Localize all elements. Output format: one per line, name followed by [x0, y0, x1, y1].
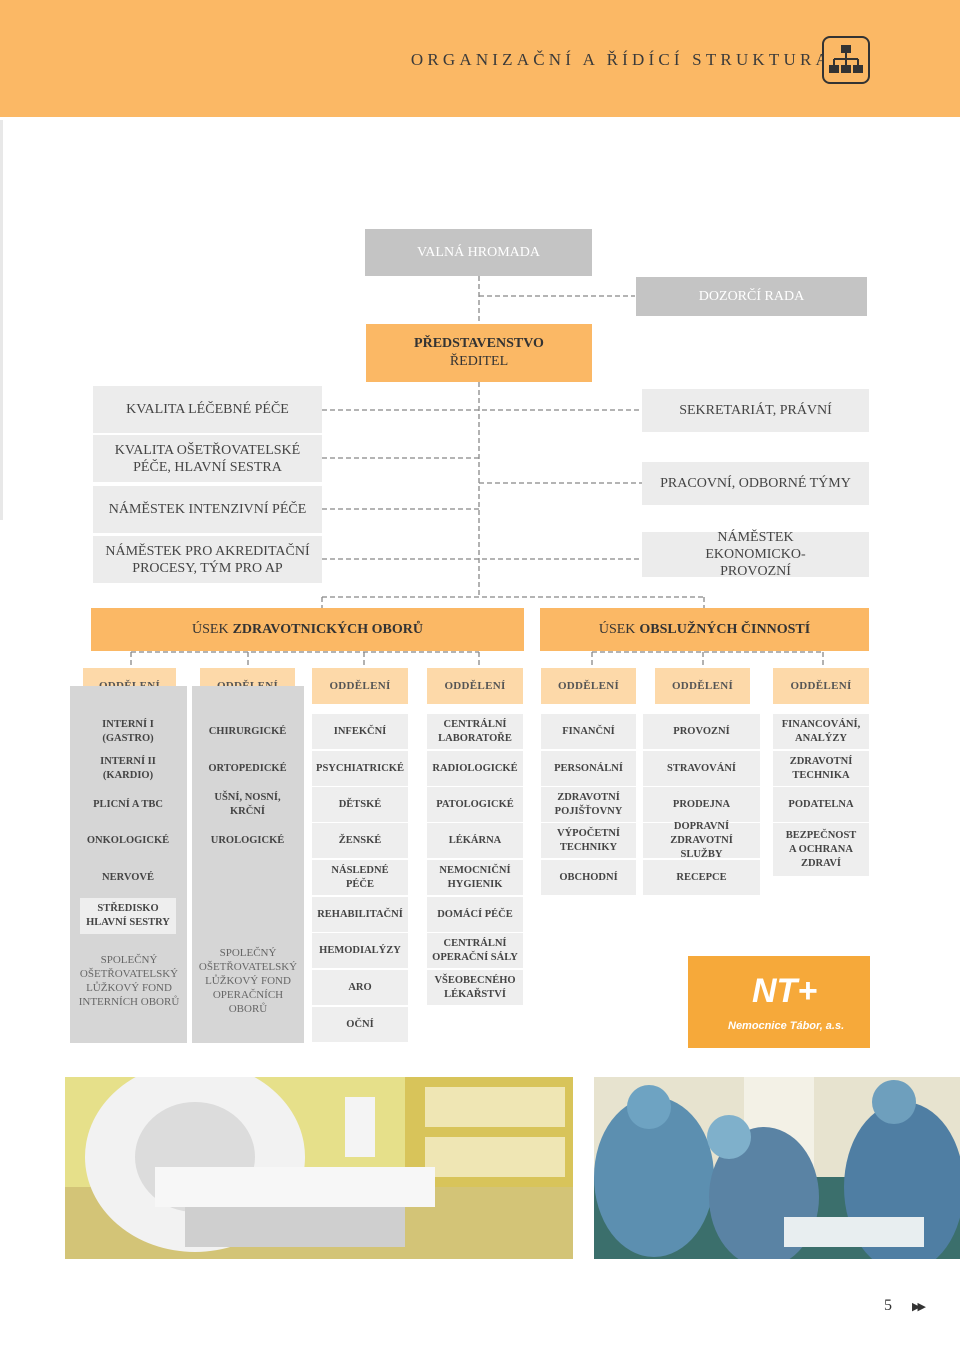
dept-cell: PODATELNA [773, 787, 869, 822]
dept-header: ODDĚLENÍ [312, 668, 408, 704]
usek-label: ÚSEK [192, 621, 229, 637]
dept-header: ODDĚLENÍ [773, 668, 869, 704]
next-page-icon[interactable]: ▶▶ [912, 1301, 926, 1313]
mri-room-photo [65, 1077, 573, 1259]
staff-box-right: PRACOVNÍ, ODBORNÉ TÝMY [642, 462, 869, 505]
dept-cell: CENTRÁLNÍ OPERAČNÍ SÁLY [427, 933, 523, 968]
dept-cell: BEZPEČNOST A OCHRANA ZDRAVÍ [773, 823, 869, 876]
surgery-photo [594, 1077, 960, 1259]
usek-name: ZDRAVOTNICKÝCH OBORŮ [232, 621, 423, 637]
dept-cell: ZDRAVOTNÍ POJIŠŤOVNY [541, 787, 636, 822]
reditel-label: ŘEDITEL [449, 354, 509, 369]
margin-strip [0, 120, 3, 520]
dozorci-rada-box: DOZORČÍ RADA [636, 277, 867, 316]
dept-cell: VÝPOČETNÍ TECHNIKY [541, 823, 636, 858]
dept-cell: FINANČNÍ [541, 714, 636, 749]
usek-zdravotnickych-box: ÚSEK ZDRAVOTNICKÝCH OBORŮ [91, 608, 524, 651]
page-header [0, 0, 960, 117]
usek-obsluznych-box: ÚSEK OBSLUŽNÝCH ČINNOSTÍ [540, 608, 869, 651]
staff-box-left: NÁMĚSTEK INTENZIVNÍ PÉČE [93, 486, 322, 533]
dept-cell: PROVOZNÍ [643, 714, 760, 749]
dept-cell: HEMODIALÝZY [312, 933, 408, 968]
dept-cell: PLICNÍ A TBC [93, 799, 163, 810]
dept-cell: PATOLOGICKÉ [427, 787, 523, 822]
dept-cell: FINANCOVÁNÍ, ANALÝZY [773, 714, 869, 749]
page-number: 5 [884, 1297, 892, 1314]
staff-box-left: KVALITA OŠETŘOVATELSKÉ PÉČE, HLAVNÍ SEST… [93, 435, 322, 482]
dept-cell: ZDRAVOTNÍ TECHNIKA [773, 751, 869, 786]
dept-header: ODDĚLENÍ [655, 668, 750, 704]
dept-cell: LÉKÁRNA [427, 823, 523, 858]
usek-label: ÚSEK [598, 621, 636, 637]
dept-cell: NÁSLEDNÉ PÉČE [312, 860, 408, 895]
dept-cell: INTERNÍ II (KARDIO) [100, 756, 156, 781]
brand-name: Nemocnice Tábor, a.s. [728, 1020, 845, 1032]
dept-cell: PRODEJNA [643, 787, 760, 822]
dept-cell: UROLOGICKÉ [210, 835, 285, 846]
page-title: ORGANIZAČNÍ A ŘÍDÍCÍ STRUKTURA [410, 50, 832, 69]
dept-cell: ARO [312, 970, 408, 1005]
dept-cell: STŘEDISKO HLAVNÍ SESTRY [80, 898, 176, 934]
brand-box [688, 956, 870, 1048]
dept-header: ODDĚLENÍ [541, 668, 636, 704]
dept-cell: OBCHODNÍ [541, 860, 636, 895]
shared-bed-fund: SPOLEČNÝ OŠETŘOVATELSKÝ LŮŽKOVÝ FOND OPE… [198, 947, 298, 1015]
dept-cell: ORTOPEDICKÉ [208, 763, 287, 774]
usek-name: OBSLUŽNÝCH ČINNOSTÍ [639, 621, 811, 637]
dept-cell: REHABILITAČNÍ [312, 897, 408, 932]
column-internal [70, 686, 187, 1043]
dept-cell: DOMÁCÍ PÉČE [427, 897, 523, 932]
dept-cell: OČNÍ [312, 1007, 408, 1042]
valna-hromada-box: VALNÁ HROMADA [365, 229, 592, 276]
org-chart-icon [822, 36, 870, 84]
dept-cell: CHIRURGICKÉ [208, 726, 287, 737]
dept-cell: VŠEOBECNÉHO LÉKAŘSTVÍ [427, 970, 523, 1005]
dept-cell: INFEKČNÍ [312, 714, 408, 749]
dept-cell: NEMOCNIČNÍ HYGIENIK [427, 860, 523, 895]
dept-cell: ONKOLOGICKÉ [86, 835, 170, 846]
dept-cell: STRAVOVÁNÍ [643, 751, 760, 786]
shared-bed-fund: SPOLEČNÝ OŠETŘOVATELSKÝ LŮŽKOVÝ FOND INT… [78, 954, 180, 1008]
dept-cell: INTERNÍ I (GASTRO) [102, 719, 154, 744]
dept-cell: RADIOLOGICKÉ [427, 751, 523, 786]
dept-cell: NERVOVÉ [102, 872, 154, 883]
dept-cell: RECEPCE [643, 860, 760, 895]
dept-cell: DĚTSKÉ [312, 787, 408, 822]
staff-box-left: NÁMĚSTEK PRO AKREDITAČNÍ PROCESY, TÝM PR… [93, 536, 322, 583]
brand-logo: NT+ [752, 972, 818, 1010]
dept-cell: CENTRÁLNÍ LABORATOŘE [427, 714, 523, 749]
predstavenstvo-box: PŘEDSTAVENSTVO ŘEDITEL [366, 324, 592, 382]
dept-cell: PSYCHIATRICKÉ [312, 751, 408, 786]
dept-header: ODDĚLENÍ [427, 668, 523, 704]
staff-box-right: NÁMĚSTEK EKONOMICKO-PROVOZNÍ [642, 530, 869, 579]
dept-cell: PERSONÁLNÍ [541, 751, 636, 786]
dept-cell: DOPRAVNÍ ZDRAVOTNÍ SLUŽBY [643, 821, 760, 860]
staff-box-right: SEKRETARIÁT, PRÁVNÍ [642, 389, 869, 432]
column-surgical [192, 686, 304, 1043]
predstavenstvo-label: PŘEDSTAVENSTVO [414, 336, 544, 351]
dept-cell: UŠNÍ, NOSNÍ, KRČNÍ [214, 792, 281, 817]
dept-cell: ŽENSKÉ [312, 823, 408, 858]
staff-box-left: KVALITA LÉČEBNÉ PÉČE [93, 386, 322, 433]
